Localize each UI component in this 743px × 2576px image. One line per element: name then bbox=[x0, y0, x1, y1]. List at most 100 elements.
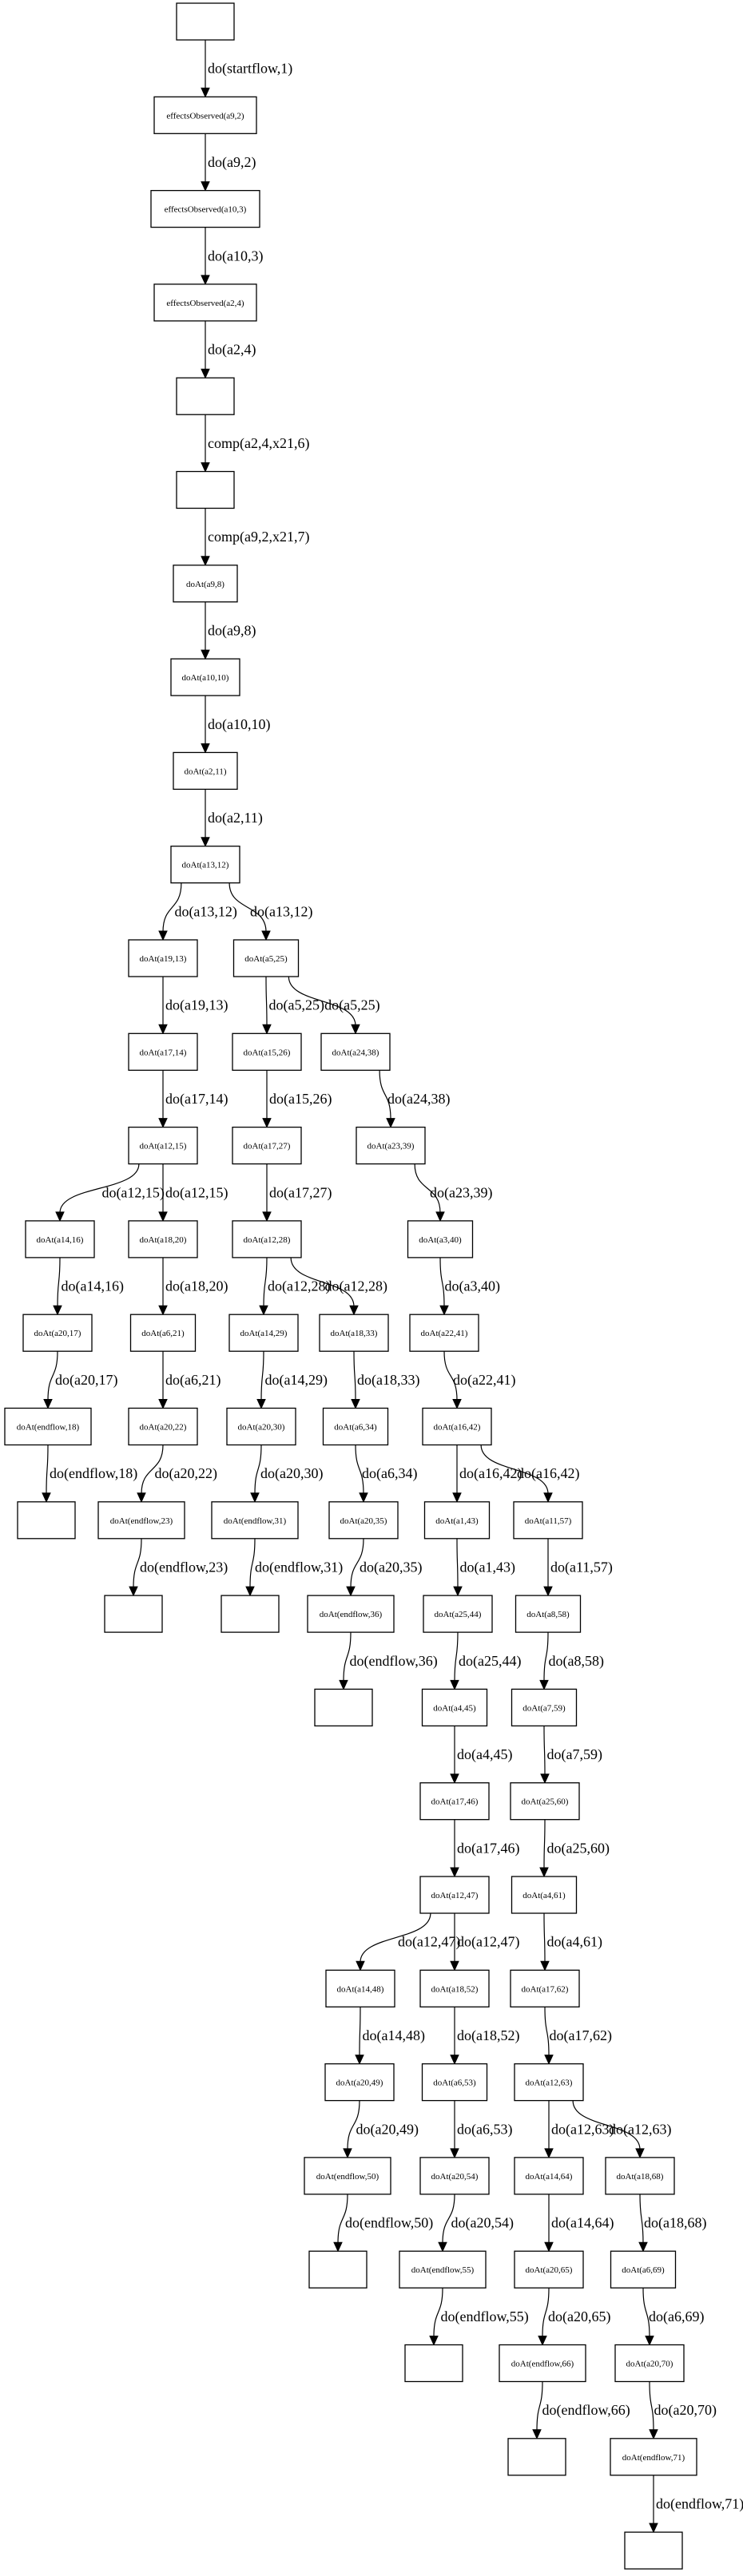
node-label: effectsObserved(a9,2) bbox=[166, 111, 244, 121]
edge-line bbox=[442, 2194, 455, 2244]
node-label: doAt(a12,47) bbox=[431, 1891, 479, 1900]
edges-layer: do(startflow,1)do(a9,2)do(a10,3)do(a2,4)… bbox=[42, 39, 743, 2534]
arrowhead-icon bbox=[201, 837, 210, 847]
edge-label: do(endflow,18) bbox=[50, 1465, 137, 1482]
node-label: doAt(a5,25) bbox=[244, 954, 288, 964]
arrowhead-icon bbox=[351, 1399, 360, 1409]
edge-label: do(a12,47) bbox=[398, 1934, 460, 1951]
edge-line bbox=[353, 1351, 356, 1401]
node-box bbox=[221, 1595, 280, 1633]
transition-edge: do(a12,63) bbox=[572, 2100, 672, 2159]
state-node: doAt(a14,16) bbox=[25, 1220, 95, 1258]
transition-edge: do(endflow,71) bbox=[649, 2475, 743, 2534]
transition-edge: do(a12,28) bbox=[290, 1257, 387, 1316]
state-node: doAt(a18,68) bbox=[605, 2157, 675, 2195]
edge-label: do(a6,34) bbox=[362, 1465, 417, 1482]
node-box bbox=[407, 1220, 474, 1258]
transition-edge: do(a17,46) bbox=[450, 1819, 519, 1878]
edge-line bbox=[642, 2288, 650, 2337]
state-node: doAt(a22,41) bbox=[409, 1314, 479, 1352]
node-label: doAt(a4,45) bbox=[433, 1703, 476, 1713]
state-node: doAt(a19,13) bbox=[128, 939, 198, 977]
edge-line bbox=[543, 1726, 546, 1775]
node-box bbox=[409, 1314, 479, 1352]
node-label: effectsObserved(a2,4) bbox=[166, 299, 244, 308]
empty-state-node bbox=[17, 1501, 76, 1540]
node-label: doAt(a16,42) bbox=[434, 1423, 481, 1433]
state-node: doAt(a12,28) bbox=[232, 1220, 302, 1258]
arrowhead-icon bbox=[245, 1586, 255, 1597]
node-box bbox=[128, 939, 198, 977]
edge-label: do(a5,25) bbox=[269, 997, 324, 1014]
edge-label: do(a24,38) bbox=[387, 1091, 450, 1108]
edge-label: do(a20,49) bbox=[356, 2121, 419, 2138]
arrowhead-icon bbox=[544, 2055, 554, 2065]
edge-label: do(a16,42) bbox=[459, 1465, 522, 1482]
edge-line bbox=[141, 1445, 164, 1494]
edge-line bbox=[47, 1351, 58, 1401]
edge-line bbox=[439, 1257, 445, 1307]
node-label: doAt(a3,40) bbox=[419, 1235, 462, 1245]
transition-edge: do(a5,25) bbox=[288, 976, 380, 1035]
edge-label: comp(a9,2,x21,7) bbox=[208, 529, 309, 545]
state-node: doAt(endflow,66) bbox=[499, 2344, 586, 2383]
arrowhead-icon bbox=[43, 1399, 53, 1409]
node-label: doAt(endflow,66) bbox=[511, 2360, 574, 2369]
arrowhead-icon bbox=[438, 2241, 447, 2253]
arrowhead-icon bbox=[452, 1492, 462, 1504]
node-label: doAt(endflow,36) bbox=[320, 1610, 383, 1619]
transition-edge: do(a25,60) bbox=[539, 1819, 610, 1878]
node-label: doAt(a17,46) bbox=[431, 1797, 479, 1807]
node-label: doAt(a25,44) bbox=[435, 1610, 482, 1619]
edge-line bbox=[542, 2288, 550, 2337]
edge-label: do(endflow,50) bbox=[345, 2215, 433, 2232]
arrowhead-icon bbox=[450, 1679, 459, 1690]
node-label: doAt(a18,33) bbox=[331, 1329, 378, 1338]
transition-edge: do(a20,65) bbox=[538, 2288, 610, 2346]
edge-label: do(a17,27) bbox=[269, 1184, 332, 1201]
edge-label: do(a20,70) bbox=[654, 2402, 717, 2419]
transition-edge: do(a10,3) bbox=[201, 227, 263, 286]
arrowhead-icon bbox=[42, 1492, 51, 1504]
state-node: doAt(a15,26) bbox=[232, 1032, 302, 1071]
state-node: doAt(a20,30) bbox=[226, 1407, 296, 1446]
arrowhead-icon bbox=[201, 556, 210, 567]
edge-label: do(a14,29) bbox=[265, 1372, 328, 1389]
node-box bbox=[423, 1501, 491, 1540]
state-node: doAt(a14,64) bbox=[514, 2157, 584, 2195]
transition-edge: do(endflow,18) bbox=[42, 1445, 137, 1504]
arrowhead-icon bbox=[53, 1305, 62, 1316]
node-label: doAt(a19,13) bbox=[140, 954, 187, 964]
state-node: doAt(a14,29) bbox=[228, 1314, 299, 1352]
edge-line bbox=[543, 1819, 546, 1869]
state-node: doAt(a25,44) bbox=[423, 1595, 493, 1633]
transition-edge: do(a22,41) bbox=[443, 1351, 515, 1409]
arrowhead-icon bbox=[262, 1118, 272, 1128]
node-box bbox=[319, 1314, 389, 1352]
edge-label: do(a9,2) bbox=[208, 154, 256, 171]
state-node: doAt(a6,21) bbox=[129, 1314, 197, 1352]
transition-edge: do(endflow,31) bbox=[245, 1538, 343, 1597]
state-node: doAt(endflow,18) bbox=[4, 1407, 92, 1446]
arrowhead-icon bbox=[201, 275, 210, 286]
transition-edge: do(a9,2) bbox=[201, 133, 256, 192]
transition-edge: do(a5,25) bbox=[262, 976, 324, 1035]
edge-line bbox=[260, 1351, 264, 1401]
node-label: doAt(endflow,31) bbox=[224, 1516, 287, 1526]
node-box bbox=[226, 1407, 296, 1446]
node-label: doAt(a24,38) bbox=[332, 1048, 379, 1057]
node-label: doAt(endflow,18) bbox=[17, 1423, 80, 1433]
edge-label: do(a4,61) bbox=[547, 1934, 602, 1951]
node-label: doAt(a20,54) bbox=[431, 2172, 479, 2182]
node-box bbox=[304, 2157, 391, 2195]
edge-line bbox=[544, 2007, 550, 2056]
transition-edge: comp(a2,4,x21,6) bbox=[201, 414, 309, 473]
node-box bbox=[419, 1969, 490, 2007]
transition-edge: do(a4,45) bbox=[450, 1726, 512, 1784]
state-node: doAt(a16,42) bbox=[422, 1407, 492, 1446]
arrowhead-icon bbox=[158, 1118, 168, 1128]
node-box bbox=[176, 470, 235, 509]
transition-edge: do(a2,11) bbox=[201, 789, 263, 847]
node-label: doAt(a20,35) bbox=[340, 1516, 387, 1526]
node-label: doAt(a6,69) bbox=[622, 2265, 665, 2275]
